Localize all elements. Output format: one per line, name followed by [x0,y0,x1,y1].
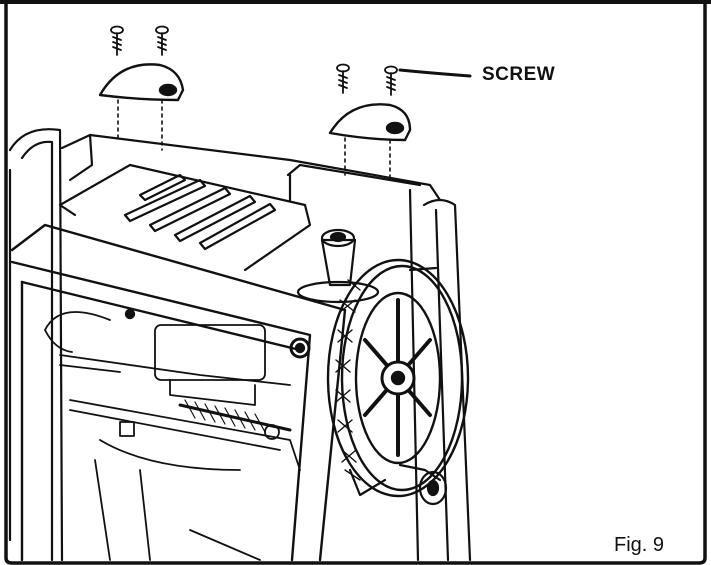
screw [110,25,124,56]
top-rail [60,133,442,202]
figure-border [4,0,707,565]
motor-housing [58,163,312,272]
lock-handle [296,228,380,304]
adjustment-knob [119,421,135,437]
end-cap-left [98,63,185,151]
table-frame [10,223,347,562]
figure-label: Fig. 9 [614,534,665,556]
screw [155,25,169,56]
vent-slot [148,186,232,233]
end-cap-right [328,103,412,183]
stand-left-leg [8,128,64,562]
inner-mechanism [44,311,301,561]
screw [336,63,350,94]
vent-slot [198,202,277,251]
motor-block [154,324,266,381]
axle-handle [348,463,448,506]
wheel [326,258,470,498]
vent-slot [173,194,257,243]
screw [384,65,398,96]
vent-slot [138,173,187,202]
wheel-rim [354,291,442,465]
screw-callout-leader [398,68,472,78]
vent-slot [123,178,207,223]
screw-callout-label: SCREW [482,64,556,85]
frame-bolt [289,337,311,359]
